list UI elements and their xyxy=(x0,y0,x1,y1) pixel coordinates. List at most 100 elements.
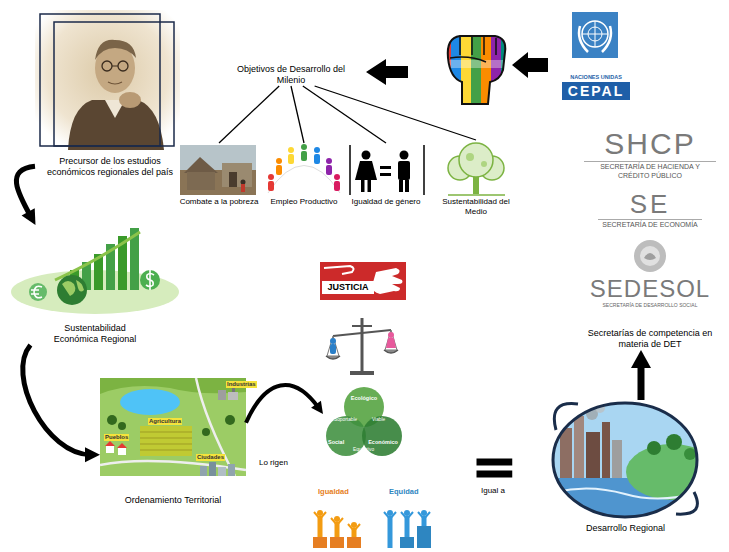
label-holder: Pueblos xyxy=(104,434,129,441)
territory-map xyxy=(228,392,238,400)
goal-heading: Objetivos de Desarrollo del Milenio xyxy=(232,64,350,86)
connector-line xyxy=(16,166,35,217)
people-icons xyxy=(301,151,307,161)
node-text: Ecológico xyxy=(323,395,405,402)
territory-map xyxy=(100,378,246,476)
balance-scale xyxy=(350,371,374,375)
equals-bar xyxy=(477,459,513,466)
regional-development-art xyxy=(586,432,600,478)
balance-scale xyxy=(330,344,336,354)
poverty-photo xyxy=(184,157,218,173)
tree-icon xyxy=(459,143,493,177)
gender-icons xyxy=(349,145,351,195)
label-holder: Ciudades xyxy=(196,454,225,461)
node-text: JUSTICIA xyxy=(322,281,374,294)
territory-map xyxy=(100,378,246,476)
label-holder: Lo rigen xyxy=(258,458,289,468)
agency-logo: SESECRETARÍA DE ECONOMÍA xyxy=(578,190,722,229)
un-emblem xyxy=(582,21,608,47)
node-text: SE xyxy=(578,190,722,218)
territory-map xyxy=(117,443,127,448)
economy-art xyxy=(146,270,154,290)
gender-icons xyxy=(350,145,424,195)
node-text: SECRETARÍA DE ECONOMÍA xyxy=(598,219,702,229)
territory-map xyxy=(218,467,226,476)
gender-icons xyxy=(362,151,371,160)
portrait-photo xyxy=(102,61,112,71)
economy-art xyxy=(62,280,84,296)
territory-map xyxy=(118,422,126,430)
economy-art xyxy=(140,270,160,290)
goal-item: Combate a la pobreza xyxy=(174,143,264,207)
equality-people xyxy=(314,512,326,519)
people-icons xyxy=(268,181,274,191)
gender-icons xyxy=(423,145,425,195)
node-text: Económico xyxy=(368,439,398,446)
map-label: Soportable xyxy=(334,417,357,423)
portrait-caption: Precursor de los estudios económicos reg… xyxy=(35,10,185,178)
connector xyxy=(477,462,513,474)
goal-item: Igualdad de género xyxy=(346,143,426,207)
territory-map xyxy=(118,448,126,455)
portrait-photo xyxy=(108,82,122,84)
un-emblem xyxy=(595,21,596,47)
block-arrow xyxy=(366,59,408,85)
regional-development-art xyxy=(550,400,718,525)
people-icons xyxy=(268,174,274,180)
people-icons xyxy=(301,144,307,150)
equality-people xyxy=(400,537,414,548)
connector xyxy=(16,166,35,225)
portrait-photo xyxy=(35,10,180,150)
arrow-head xyxy=(311,401,323,414)
gender-icons xyxy=(380,173,391,176)
territory-map xyxy=(228,464,235,476)
node-text: Combate a la pobreza xyxy=(174,197,264,207)
regional-development-art xyxy=(553,403,697,517)
territory-map xyxy=(140,432,192,450)
connector-line xyxy=(219,86,279,143)
balance-scale xyxy=(333,330,391,336)
poverty-photo xyxy=(229,172,237,187)
territory-map xyxy=(140,426,192,456)
equality-people xyxy=(347,537,361,548)
territory-map xyxy=(105,441,115,446)
justice-badge xyxy=(324,266,354,274)
node-text: Secretarías de competencia en materia de… xyxy=(586,328,714,350)
connector xyxy=(23,345,100,462)
node-text: Sustentabilidad Económica Regional xyxy=(44,323,146,345)
arrow-head xyxy=(631,350,651,368)
regional-development-art xyxy=(602,422,610,478)
concept-image: Ordenamiento Territorial xyxy=(100,378,246,506)
portrait-photo xyxy=(119,92,141,108)
label-holder: Agricultura xyxy=(148,418,182,425)
poverty-photo xyxy=(180,145,256,195)
sedesol-emblem xyxy=(634,240,666,272)
gender-icons xyxy=(400,151,409,160)
justice-badge: JUSTICIA xyxy=(322,281,374,294)
balance-scale xyxy=(352,325,372,327)
node-text: Ordenamiento Territorial xyxy=(100,495,246,506)
map-label: Industrias xyxy=(226,381,257,388)
poverty-photo xyxy=(241,184,245,192)
justice-badge xyxy=(320,262,406,300)
economy-art xyxy=(29,283,47,301)
connector-line xyxy=(23,345,91,455)
map-label: Viable xyxy=(372,417,385,423)
portrait-photo xyxy=(112,66,118,67)
map-label: Agricultura xyxy=(148,418,182,425)
equals-bar xyxy=(477,471,513,478)
cepal-logo: NACIONES UNIDASCEPAL xyxy=(556,10,636,100)
poverty-photo xyxy=(241,180,246,185)
regional-development-art xyxy=(574,416,584,478)
node-text: Precursor de los estudios económicos reg… xyxy=(39,156,181,178)
sedesol-emblem xyxy=(640,246,660,266)
raised-fist xyxy=(448,36,506,104)
economy-art xyxy=(31,286,42,298)
regional-development-art xyxy=(626,444,718,500)
connector xyxy=(291,86,304,143)
tree-icon xyxy=(466,153,474,161)
gender-icons xyxy=(380,166,391,169)
territory-map xyxy=(209,462,216,476)
regional-development-art xyxy=(647,441,661,455)
